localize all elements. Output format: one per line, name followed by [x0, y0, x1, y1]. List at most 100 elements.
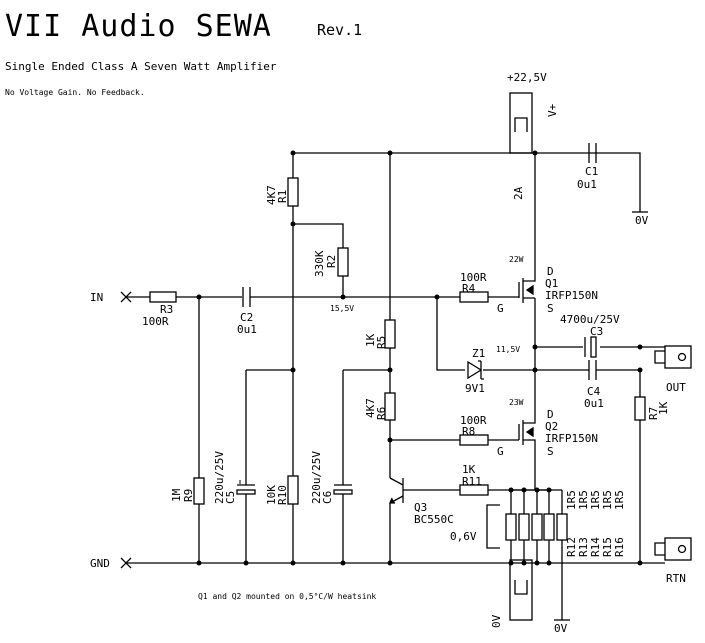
c2-ref: C2 — [240, 311, 253, 324]
supply-voltage-label: +22,5V — [507, 71, 547, 84]
capacitor-c3 — [584, 336, 597, 358]
r10-ref: R10 — [276, 485, 289, 505]
wire-c5 — [245, 369, 293, 563]
resistor-r9 — [193, 477, 205, 505]
r15-ref: R15 — [601, 537, 614, 557]
c6-value: 220u/25V — [310, 451, 323, 504]
r15-value: 1R5 — [601, 490, 614, 510]
r9-ref: R9 — [182, 489, 195, 502]
q2-source-label: S — [547, 445, 554, 458]
in-label: IN — [90, 291, 103, 304]
out-label: OUT — [666, 381, 686, 394]
r9-value: 1M — [170, 488, 183, 502]
q1-part: IRFP150N — [545, 289, 598, 302]
r14-ref: R14 — [589, 537, 602, 557]
resistor-r7 — [634, 396, 646, 421]
r2-value: 330K — [313, 250, 326, 277]
c5-ref: C5 — [224, 491, 237, 504]
r3-ref: R3 — [160, 303, 173, 316]
resistor-r3 — [149, 291, 177, 303]
r1-value: 4K7 — [265, 185, 278, 205]
r7-ref: R7 — [647, 407, 660, 420]
capacitor-c5 — [236, 480, 256, 495]
ground-0v-label: 0V — [490, 614, 503, 628]
r13-value: 1R5 — [577, 490, 590, 510]
r6-value: 4K7 — [364, 398, 377, 418]
r1-ref: R1 — [276, 190, 289, 203]
in-terminal-icon — [120, 291, 132, 303]
voltage-0v6-label: 0,6V — [450, 530, 477, 543]
r4-value: 100R — [460, 271, 487, 284]
c2-value: 0u1 — [237, 323, 257, 336]
rtn-label: RTN — [666, 572, 686, 585]
ground-c1-label: 0V — [635, 214, 649, 227]
r4-ref: R4 — [462, 282, 476, 295]
note: No Voltage Gain. No Feedback. — [5, 88, 145, 97]
q2-drain-label: D — [547, 408, 554, 421]
capacitor-c4 — [588, 360, 597, 380]
resistor-r5 — [384, 319, 396, 349]
mosfet-q1 — [518, 270, 536, 303]
z1-ref: Z1 — [472, 347, 485, 360]
r5-value: 1K — [364, 333, 377, 347]
c3-ref: C3 — [590, 325, 603, 338]
page-title: VII Audio SEWA — [5, 9, 272, 44]
c5-value: 220u/25V — [213, 451, 226, 504]
r12-value: 1R5 — [565, 490, 578, 510]
resistor-r11 — [459, 484, 489, 496]
q2-power: 23W — [509, 398, 524, 407]
z1-value: 9V1 — [465, 382, 485, 395]
wire-top-rail — [293, 152, 641, 212]
resistor-r10 — [287, 475, 299, 505]
r14-value: 1R5 — [589, 490, 602, 510]
r8-ref: R8 — [462, 425, 475, 438]
resistor-r8 — [459, 434, 489, 446]
c4-ref: C4 — [587, 385, 601, 398]
q1-drain-label: D — [547, 265, 554, 278]
r7-value: 1K — [657, 401, 670, 415]
zener-diode-z1 — [467, 360, 484, 380]
q1-power: 22W — [509, 255, 524, 264]
capacitor-c6 — [333, 484, 353, 495]
supply-tag-label: V+ — [546, 103, 559, 117]
r11-ref: R11 — [462, 475, 482, 488]
ground-bottom-label: 0V — [554, 622, 568, 635]
out-connector — [654, 345, 692, 369]
mosfet-q2 — [518, 412, 536, 490]
c1-value: 0u1 — [577, 178, 597, 191]
r16-value: 1R5 — [613, 490, 626, 510]
resistor-r2 — [337, 247, 349, 277]
r12-ref: R12 — [565, 537, 578, 557]
r13-ref: R13 — [577, 537, 590, 557]
q2-part: IRFP150N — [545, 432, 598, 445]
capacitor-c1 — [588, 143, 597, 163]
wire-out-node — [535, 346, 665, 563]
ground-connector — [509, 559, 533, 621]
q2-gate-label: G — [497, 445, 504, 458]
q3-part: BC550C — [414, 513, 454, 526]
revision-label: Rev.1 — [317, 21, 362, 39]
r5-ref: R5 — [375, 336, 388, 349]
supply-connector — [509, 92, 533, 154]
c1-ref: C1 — [585, 165, 598, 178]
c4-value: 0u1 — [584, 397, 604, 410]
gnd-label: GND — [90, 557, 110, 570]
q1-source-label: S — [547, 302, 554, 315]
junction-dots — [196, 150, 643, 566]
r2-ref: R2 — [325, 255, 338, 268]
r11-value: 1K — [462, 463, 476, 476]
wire-c6 — [342, 369, 390, 563]
r16-ref: R16 — [613, 537, 626, 557]
c6-ref: C6 — [321, 491, 334, 504]
voltage-15v5-label: 15,5V — [330, 304, 354, 313]
current-2a-label: 2A — [512, 186, 525, 200]
r8-value: 100R — [460, 414, 487, 427]
gnd-terminal-icon — [120, 557, 132, 569]
r6-ref: R6 — [375, 407, 388, 420]
wire-r2 — [293, 223, 344, 297]
wire-z1 — [436, 297, 535, 371]
rtn-connector — [654, 537, 692, 561]
resistor-r4 — [459, 291, 489, 303]
voltage-11v5-label: 11,5V — [496, 345, 520, 354]
